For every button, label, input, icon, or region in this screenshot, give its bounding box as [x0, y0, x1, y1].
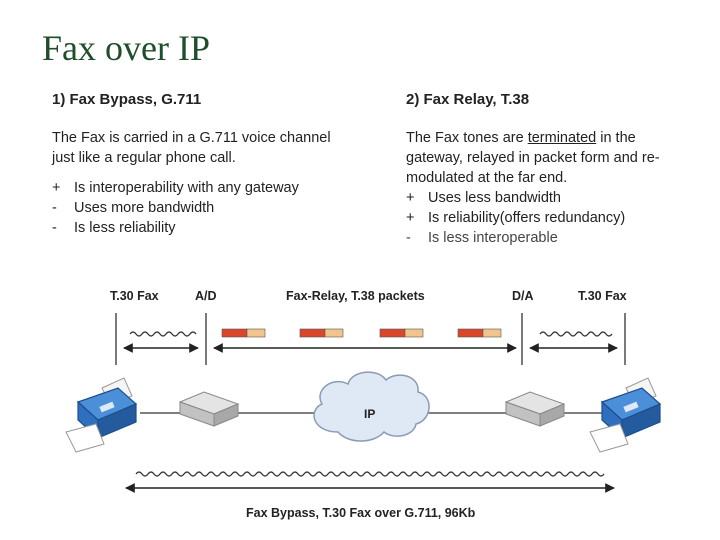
fax-bypass-item: +Is interoperability with any gateway — [52, 180, 299, 196]
t30-wave-right — [539, 331, 613, 337]
ip-cloud-label: IP — [364, 407, 375, 421]
fax-bypass-label: Fax Bypass, T.30 Fax over G.711, 96Kb — [246, 506, 476, 520]
bypass-wave — [135, 471, 605, 477]
t30-fax-left-label: T.30 Fax — [110, 289, 159, 303]
fax-bypass-column: 1) Fax Bypass, G.711 The Fax is carried … — [52, 90, 352, 238]
t30-fax-right-label: T.30 Fax — [578, 289, 627, 303]
fax-bypass-description: The Fax is carried in a G.711 voice chan… — [52, 130, 331, 166]
fax-machine-right — [589, 377, 662, 453]
ip-cloud — [313, 371, 430, 442]
slide-title: Fax over IP — [42, 28, 210, 68]
t38-packet — [457, 328, 502, 338]
gateway-left — [178, 391, 240, 427]
gateway-right — [504, 391, 566, 427]
fax-machine-left — [65, 377, 138, 453]
t38-packet — [221, 328, 266, 338]
fax-bypass-item: -Is less reliability — [52, 220, 176, 236]
t38-packet — [379, 328, 424, 338]
fax-relay-label: Fax-Relay, T.38 packets — [286, 289, 425, 303]
fax-bypass-item: -Uses more bandwidth — [52, 200, 215, 216]
ad-label: A/D — [195, 289, 217, 303]
fax-relay-item: +Uses less bandwidth — [406, 190, 561, 206]
fax-relay-item: +Is reliability(offers redundancy) — [406, 210, 626, 226]
fax-relay-heading: 2) Fax Relay, T.38 — [406, 91, 530, 108]
da-label: D/A — [512, 289, 534, 303]
fax-relay-item: -Is less interoperable — [406, 230, 558, 246]
fax-bypass-heading: 1) Fax Bypass, G.711 — [52, 91, 202, 108]
fax-relay-column: 2) Fax Relay, T.38 The Fax tones are ter… — [406, 90, 676, 248]
t30-wave-left — [129, 331, 197, 337]
fax-relay-description: The Fax tones are terminated in the gate… — [406, 130, 660, 186]
t38-packet — [299, 328, 344, 338]
